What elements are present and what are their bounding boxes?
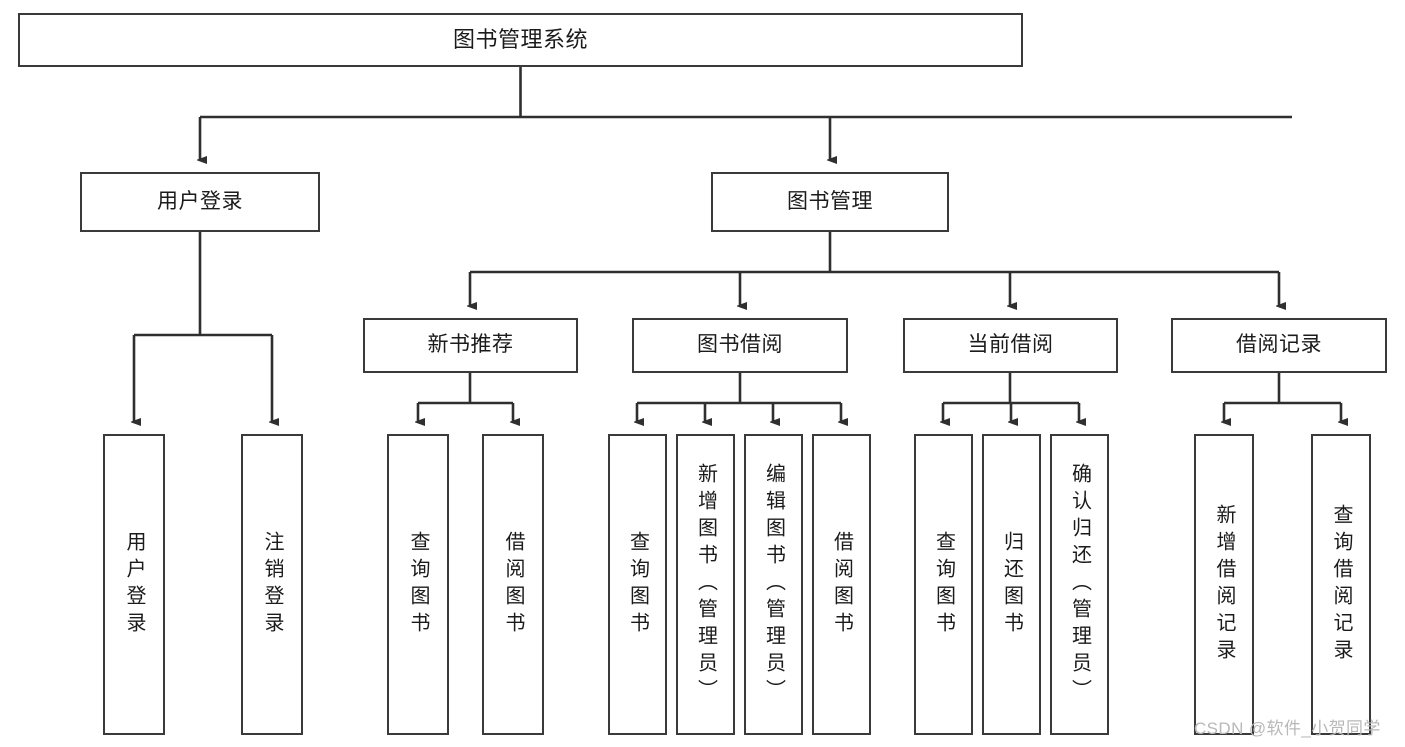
leaf-query-book-borrow-label: 查询图书 — [626, 530, 649, 639]
leaf-edit-book-admin[interactable]: 编辑图书（管理员） — [744, 434, 803, 735]
node-book-borrow-label: 图书借阅 — [697, 333, 783, 357]
node-borrow-records[interactable]: 借阅记录 — [1171, 318, 1387, 373]
leaf-confirm-return-admin[interactable]: 确认归还（管理员） — [1050, 434, 1109, 735]
leaf-add-borrow-record[interactable]: 新增借阅记录 — [1194, 434, 1254, 735]
leaf-add-book-admin-label: 新增图书（管理员） — [694, 463, 717, 706]
leaf-logout-label: 注销登录 — [261, 530, 283, 639]
leaf-query-book-rec-label: 查询图书 — [407, 530, 429, 639]
leaf-confirm-return-admin-label: 确认归还（管理员） — [1068, 463, 1091, 706]
leaf-query-book-rec[interactable]: 查询图书 — [387, 434, 449, 735]
leaf-borrow-book-label: 借阅图书 — [830, 530, 853, 639]
node-new-book-recommend[interactable]: 新书推荐 — [363, 318, 578, 373]
node-book-management-label: 图书管理 — [787, 189, 873, 213]
leaf-query-borrow-record-label: 查询借阅记录 — [1330, 503, 1352, 666]
node-root-label: 图书管理系统 — [452, 27, 588, 53]
node-user-login[interactable]: 用户登录 — [80, 172, 320, 232]
node-borrow-records-label: 借阅记录 — [1236, 333, 1322, 357]
node-root[interactable]: 图书管理系统 — [18, 13, 1023, 67]
leaf-return-book-label: 归还图书 — [1000, 530, 1023, 639]
leaf-edit-book-admin-label: 编辑图书（管理员） — [762, 463, 785, 706]
node-book-borrow[interactable]: 图书借阅 — [632, 318, 848, 373]
leaf-add-borrow-record-label: 新增借阅记录 — [1213, 503, 1235, 666]
leaf-user-login[interactable]: 用户登录 — [103, 434, 165, 735]
leaf-borrow-book-rec[interactable]: 借阅图书 — [482, 434, 544, 735]
leaf-query-borrow-record[interactable]: 查询借阅记录 — [1311, 434, 1371, 735]
node-current-borrow[interactable]: 当前借阅 — [903, 318, 1118, 373]
node-new-book-recommend-label: 新书推荐 — [427, 333, 514, 357]
leaf-query-book-borrow[interactable]: 查询图书 — [608, 434, 667, 735]
node-user-login-label: 用户登录 — [157, 189, 243, 213]
leaf-query-book-current[interactable]: 查询图书 — [914, 434, 973, 735]
leaf-add-book-admin[interactable]: 新增图书（管理员） — [676, 434, 735, 735]
leaf-user-login-label: 用户登录 — [123, 530, 145, 639]
leaf-return-book[interactable]: 归还图书 — [982, 434, 1041, 735]
leaf-borrow-book[interactable]: 借阅图书 — [812, 434, 871, 735]
leaf-query-book-current-label: 查询图书 — [932, 530, 955, 639]
leaf-logout[interactable]: 注销登录 — [241, 434, 303, 735]
watermark: CSDN @软件_小贺同学 — [1194, 719, 1381, 738]
leaf-borrow-book-rec-label: 借阅图书 — [502, 530, 524, 639]
node-book-management[interactable]: 图书管理 — [711, 172, 949, 232]
node-current-borrow-label: 当前借阅 — [967, 333, 1054, 357]
